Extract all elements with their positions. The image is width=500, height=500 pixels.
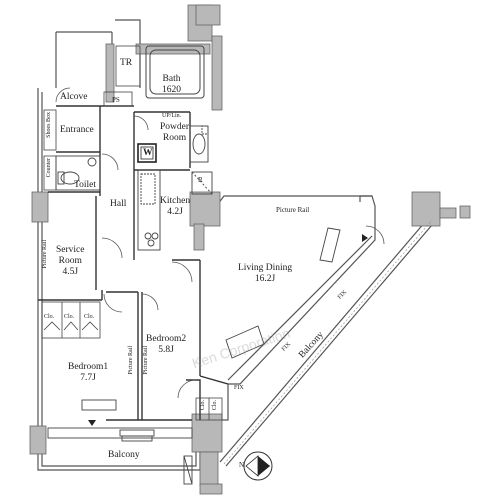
label-hall: Hall [110,199,127,209]
label-picture-rail-bed1: Picture Rail [128,346,134,375]
label-clo-1: Clo. [44,314,55,320]
label-clo-3: Clo. [84,314,95,320]
closets-bedroom1 [41,301,101,339]
powder-name2: Room [162,132,187,143]
label-bath: Bath 1620 [162,74,181,96]
bedroom1-size: 7.7J [80,372,96,383]
sliding-doors [47,227,341,485]
label-balcony-bottom: Balcony [108,450,140,460]
interior-walls [38,105,229,421]
kitchen-name: Kitchen [160,196,191,206]
washing-machine [137,143,157,163]
label-fix-1: FIX [234,385,244,391]
label-toilet: Toilet [74,180,97,190]
bath-name: Bath [162,74,181,84]
label-living-dining: Living Dining 16.2J [238,263,292,285]
shoes-box [43,109,57,151]
label-compass-n: N [239,461,245,469]
service-name2: Room [58,255,82,266]
tr-storage [115,45,141,87]
door-swings [55,87,385,399]
ps-shaft [103,91,133,107]
balcony-railing [223,219,433,465]
bedroom2-size: 5.8J [158,344,174,355]
label-alcove: Alcove [60,92,88,102]
label-shoes-box: Shoes Box [46,112,52,138]
bedroom1-name: Bedroom1 [68,362,109,372]
label-clo-4: Clo. [200,400,206,411]
label-service-room: Service Room 4.5J [56,245,85,278]
label-picture-rail-living: Picture Rail [276,206,310,214]
kitchen-counter [137,169,213,251]
label-powder-room: Powder Room [160,122,189,144]
door-marker-arrow [362,234,368,242]
label-picture-rail-service: Picture Rail [42,240,48,269]
label-ps: PS [112,96,120,104]
exterior-walls [37,19,439,471]
powder-name: Powder [160,122,190,132]
kitchen-size: 4.2J [167,206,183,217]
label-entrance: Entrance [60,125,94,135]
door-marker-arrow-2 [88,420,96,426]
compass-icon [243,451,273,481]
label-bedroom1: Bedroom1 7.7J [68,362,108,384]
label-tr: TR [120,58,133,68]
bath-size: 1620 [162,84,181,95]
label-clo-2: Clo. [64,314,75,320]
living-name: Living Dining [238,263,293,273]
structural-walls [29,4,471,495]
bedroom2-name: Bedroom2 [146,334,187,344]
label-picture-rail-bed2: Picture Rail [143,346,149,375]
closets-bedroom2 [195,397,223,421]
living-size: 16.2J [254,273,276,284]
counter [43,155,57,191]
bathtub [145,45,205,99]
service-size: 4.5J [62,266,79,277]
service-name: Service [56,245,85,255]
label-refrigerator: R [198,176,203,184]
label-bedroom2: Bedroom2 5.8J [146,334,186,356]
label-clo-5: Clo. [212,400,218,411]
label-up-lin: UP/Lin. [162,113,182,119]
label-counter: Counter [46,158,52,178]
label-washer: W [143,148,153,158]
wash-basin [189,125,209,163]
label-kitchen: Kitchen 4.2J [160,196,190,218]
